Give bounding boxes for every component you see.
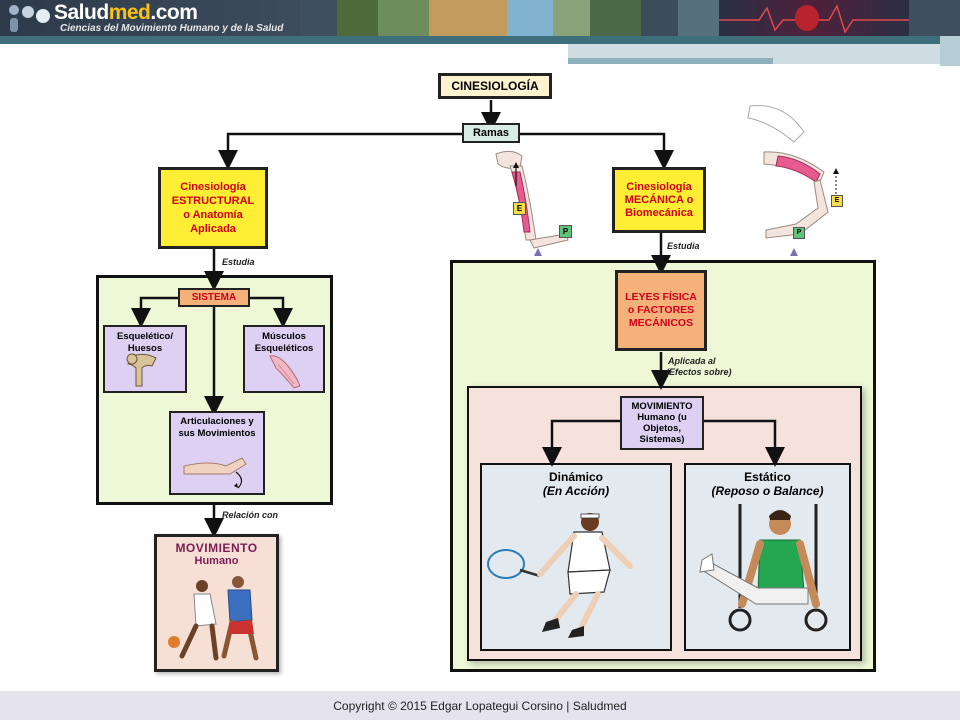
treadmill-photo-icon — [909, 0, 960, 36]
movement-objects-box: MOVIMIENTO Humano (u Objetos, Sistemas) — [620, 396, 704, 450]
header-ribbon-accent — [568, 58, 773, 64]
arm-lever-icon — [495, 150, 569, 256]
outdoor-group-photo-icon — [429, 0, 508, 36]
structural-studies-label: Estudia — [222, 257, 255, 267]
human-movement-box: MOVIMIENTO Humano — [154, 534, 279, 672]
pivot-marker-left: P — [559, 225, 572, 238]
site-logo[interactable]: Saludmed.com Ciencias del Movimiento Hum… — [6, 1, 283, 34]
femur-bone-icon — [126, 353, 157, 387]
dynamic-subtitle: (En Acción) — [542, 484, 610, 498]
applied-label-line2: (Efectos sobre) — [666, 367, 732, 377]
runner-photo-icon — [300, 0, 337, 36]
pivot-marker-right: P — [793, 227, 805, 239]
exercise-photo-icon — [590, 0, 641, 36]
lunge-photo-icon — [640, 0, 678, 36]
team-photo-icon — [677, 0, 720, 36]
root-cinesiologia-box: CINESIOLOGÍA — [438, 73, 552, 99]
muscles-box: Músculos Esqueléticos — [243, 325, 325, 393]
footer-bar: Copyright © 2015 Edgar Lopategui Corsino… — [0, 691, 960, 720]
ramas-box: Ramas — [462, 123, 520, 143]
header-ribbon — [0, 36, 960, 44]
copyright-text: Copyright © 2015 Edgar Lopategui Corsino… — [333, 699, 627, 713]
gymnast-rings-icon — [699, 504, 828, 632]
logo-figure-icon — [6, 2, 54, 34]
dynamic-heading: Dinámico (En Acción) — [480, 470, 672, 498]
header-photo-strip — [300, 0, 960, 36]
heartbeat-heart-icon — [719, 0, 910, 36]
skeletal-label: Esquelético/ Huesos — [117, 331, 173, 354]
mechanical-kinesiology-box: Cinesiología MECÁNICA o Biomecánica — [612, 167, 706, 233]
physics-laws-box: LEYES FÍSICA o FACTORES MECÁNICOS — [615, 270, 707, 351]
static-subtitle: (Reposo o Balance) — [711, 484, 824, 498]
joints-box: Articulaciones y sus Movimientos — [169, 411, 265, 495]
mechanical-studies-label: Estudia — [667, 241, 700, 251]
athlete-photo-icon — [336, 0, 379, 36]
header-ribbon-corner — [940, 36, 960, 66]
system-box: SISTEMA — [178, 288, 250, 307]
muscle-icon — [269, 355, 301, 389]
logo-tagline: Ciencias del Movimiento Humano y de la S… — [60, 23, 284, 34]
tree-photo-icon — [378, 0, 430, 36]
human-movement-subtitle: Humano — [194, 555, 239, 567]
static-title: Estático — [744, 470, 791, 484]
basketball-players-icon — [168, 576, 259, 661]
logo-wordmark: Saludmed.com — [54, 1, 198, 24]
muscles-label: Músculos Esqueléticos — [254, 331, 314, 354]
stretch-photo-icon — [553, 0, 591, 36]
structural-kinesiology-box: Cinesiología ESTRUCTURAL o Anatomía Apli… — [158, 167, 268, 249]
applied-label-line1: Aplicada al — [668, 356, 716, 366]
arm-lever-bent-icon — [747, 105, 839, 256]
jumper-photo-icon — [507, 0, 554, 36]
joints-label: Articulaciones y sus Movimientos — [178, 416, 256, 439]
header-banner: Saludmed.com Ciencias del Movimiento Hum… — [0, 0, 960, 36]
tennis-player-icon — [487, 513, 633, 638]
effort-marker-right: E — [831, 195, 843, 207]
relation-label: Relación con — [222, 510, 279, 520]
human-movement-title: MOVIMIENTO — [175, 541, 258, 555]
effort-marker-left: E — [513, 202, 526, 215]
arm-joint-icon — [183, 457, 247, 489]
static-heading: Estático (Reposo o Balance) — [684, 470, 851, 498]
dynamic-title: Dinámico — [548, 470, 603, 484]
